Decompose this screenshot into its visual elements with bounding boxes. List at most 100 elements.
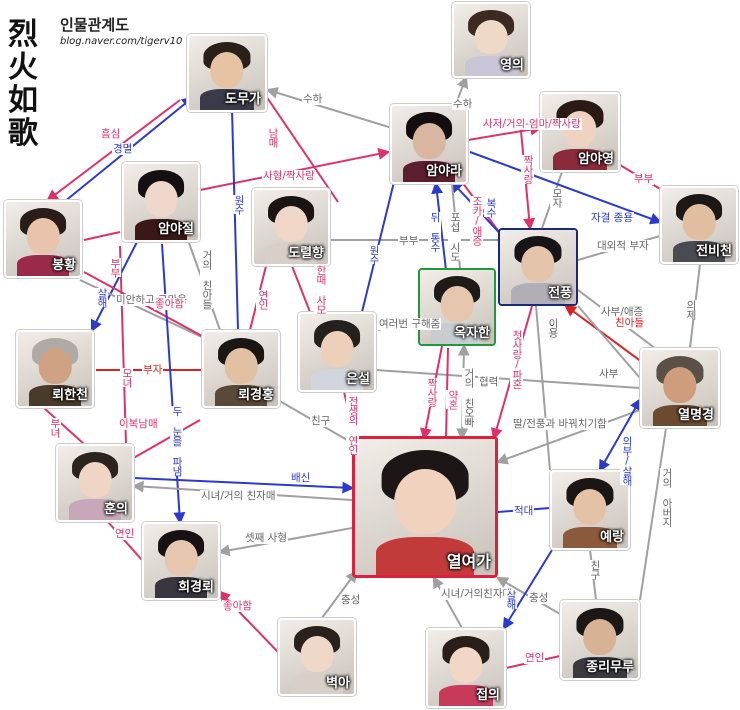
relation-label: 수하 <box>452 98 474 110</box>
portrait-face <box>449 646 483 684</box>
character-jongnimuru[interactable]: 종리무루 <box>560 600 640 680</box>
character-huneui[interactable]: 훈의 <box>56 444 134 522</box>
character-name: 종리무루 <box>586 660 634 675</box>
character-name: 열명경 <box>678 408 714 423</box>
relation-label: 남매 <box>266 128 279 147</box>
character-okjahan[interactable]: 옥자한 <box>418 268 496 346</box>
portrait-face <box>210 52 244 88</box>
character-name: 희경뢰 <box>178 580 214 595</box>
relation-label: 연인 <box>114 528 136 540</box>
portrait-body <box>573 656 627 678</box>
character-portrait <box>428 630 504 706</box>
character-amyajeol[interactable]: 암야절 <box>122 162 200 242</box>
character-name: 예랑 <box>600 530 624 545</box>
portrait-face <box>573 488 607 526</box>
relation-edge <box>129 419 201 461</box>
character-name: 은설 <box>346 372 370 387</box>
relation-edge <box>502 549 553 631</box>
character-doryeolhyang[interactable]: 도렬향 <box>252 188 330 266</box>
character-byeoka[interactable]: 벽아 <box>278 618 356 696</box>
portrait-face <box>682 204 716 240</box>
character-portrait <box>562 602 638 678</box>
relation-label: 첫사랑/파혼 <box>510 330 523 389</box>
relation-edge <box>161 243 186 525</box>
portrait-face <box>26 218 60 254</box>
relation-edge <box>119 245 127 445</box>
drama-logo: 烈火如歌 <box>8 18 52 150</box>
character-huigyeonggwoe[interactable]: 희경뢰 <box>142 522 220 600</box>
relation-label: 흠심 <box>100 128 122 140</box>
character-jeonbicheon[interactable]: 전비천 <box>660 186 738 264</box>
character-amyayeong[interactable]: 암야영 <box>540 92 620 172</box>
relation-label: 적대 <box>513 505 535 517</box>
relation-label: 복수 <box>484 198 497 217</box>
character-portrait <box>662 188 736 262</box>
relation-label: 살해 <box>95 288 108 307</box>
character-name: 벽아 <box>326 676 350 691</box>
relation-label: 이복남매 <box>118 418 159 430</box>
character-name: 훈의 <box>104 502 128 517</box>
relation-label: 원수 <box>232 195 245 214</box>
relation-edge <box>231 109 239 331</box>
relation-label: 이용 <box>546 318 559 337</box>
character-gweigyeongheung[interactable]: 뢰경홍 <box>202 330 280 408</box>
logo-character: 如 <box>8 83 38 118</box>
character-portrait <box>355 439 495 575</box>
character-name: 뢰한천 <box>52 388 88 403</box>
relation-edge <box>133 477 355 494</box>
relation-edge <box>639 427 667 601</box>
page-title: 인물관계도 <box>60 16 130 34</box>
relation-label: 딸/전풍과 바꿔치기함 <box>512 418 608 430</box>
relation-label: 뒤 통수 <box>428 212 441 252</box>
character-eunseol[interactable]: 은설 <box>298 312 376 392</box>
character-portrait <box>254 190 328 264</box>
relation-label: 짝사랑 <box>521 155 534 184</box>
character-amyara[interactable]: 암야라 <box>390 104 468 184</box>
relation-label: 원수 <box>367 245 380 264</box>
character-name: 옥자한 <box>454 326 490 341</box>
relation-label: 충성 <box>340 594 362 606</box>
relation-label: 사형/짝사랑 <box>262 170 316 182</box>
relation-label: 모자 <box>550 188 563 207</box>
character-bonghwang[interactable]: 봉황 <box>4 200 82 278</box>
character-portrait <box>124 164 198 240</box>
character-portrait <box>204 332 278 406</box>
portrait-face <box>583 618 617 656</box>
character-gweihancheon[interactable]: 뢰한천 <box>16 330 94 408</box>
character-portrait <box>144 524 218 598</box>
relation-label: 의부/살해 <box>620 436 633 485</box>
relation-label: 의제 <box>684 300 697 319</box>
character-yerang[interactable]: 예랑 <box>550 470 630 550</box>
portrait-body <box>439 684 493 706</box>
portrait-face <box>320 330 354 368</box>
relation-edge <box>467 123 543 141</box>
character-name: 암야절 <box>158 222 194 237</box>
relation-label: 연인 <box>256 290 269 309</box>
character-portrait <box>500 230 576 304</box>
character-yeongui[interactable]: 영의 <box>452 2 530 78</box>
character-jeobui[interactable]: 접의 <box>426 628 506 708</box>
portrait-body <box>376 536 474 575</box>
relation-label: 포섭 시도 <box>448 212 461 261</box>
portrait-face <box>78 462 112 498</box>
character-yeolmyeonggyeong[interactable]: 열명경 <box>640 348 720 428</box>
character-yeolyeoga[interactable]: 열여가 <box>352 436 498 578</box>
character-jeonpung[interactable]: 전풍 <box>498 228 578 306</box>
character-portrait <box>18 332 92 406</box>
portrait-face <box>474 19 508 55</box>
character-dumoga[interactable]: 도무가 <box>187 34 267 112</box>
portrait-body <box>403 160 455 182</box>
portrait-body <box>653 404 707 426</box>
relation-label: 부부 <box>398 235 420 247</box>
relation-label: 거의 친아들 <box>200 250 213 309</box>
relation-label: 자결 종용 <box>590 212 634 224</box>
relation-label: 사저/거의-엄마/짝사랑 <box>482 118 582 130</box>
portrait-body <box>311 368 363 390</box>
relation-edge <box>265 95 339 203</box>
character-portrait <box>392 106 466 182</box>
portrait-face <box>300 636 334 672</box>
relation-label: 부자 <box>142 364 164 376</box>
portrait-face <box>274 206 308 242</box>
relation-label: 경멸 <box>112 143 134 155</box>
